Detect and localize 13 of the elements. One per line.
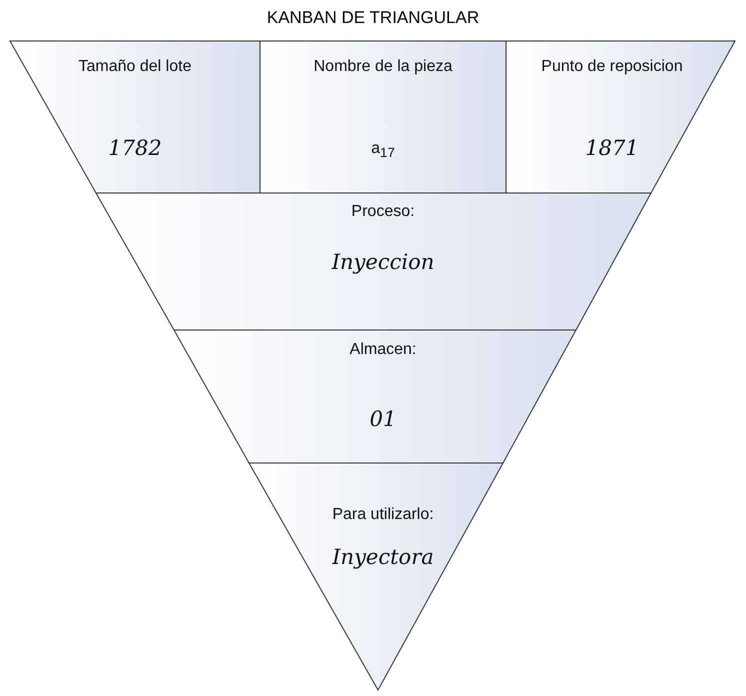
field-value: 01: [370, 407, 396, 431]
field-heading: Punto de reposicion: [541, 58, 683, 76]
field-heading: Almacen:: [350, 341, 416, 359]
field-value: 1871: [585, 136, 639, 160]
field-heading: Tamaño del lote: [78, 58, 192, 76]
field-value: Inyectora: [332, 545, 434, 569]
field-heading: Nombre de la pieza: [314, 58, 452, 76]
field-value: a$_{17}$: [371, 140, 395, 160]
field-value: Inyeccion: [332, 250, 434, 274]
diagram-title: KANBAN DE TRIANGULAR: [266, 8, 480, 28]
field-value: 1782: [108, 136, 162, 160]
field-heading: Para utilizarlo:: [332, 506, 434, 524]
field-heading: Proceso:: [351, 203, 415, 221]
